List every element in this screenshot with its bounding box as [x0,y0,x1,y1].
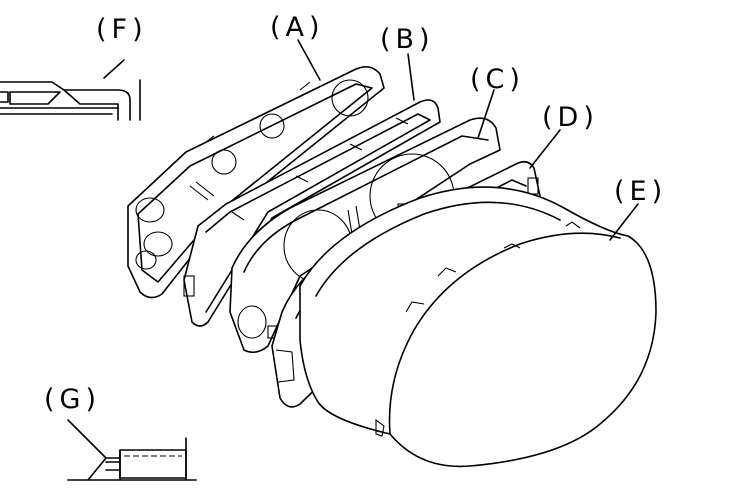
label-a: (A) [270,12,325,43]
label-e: (E) [614,176,667,207]
part-b-circuit-board [183,99,441,327]
part-e-front-glass [299,186,657,468]
label-d: (D) [542,102,599,133]
label-f: (F) [96,14,148,45]
label-b: (B) [380,24,435,55]
label-g: (G) [44,384,101,415]
leader-lines [297,39,639,241]
part-a-housing [127,66,385,299]
label-c: (C) [470,64,525,95]
detail-g-inset [67,419,197,481]
detail-f-inset [0,59,141,121]
